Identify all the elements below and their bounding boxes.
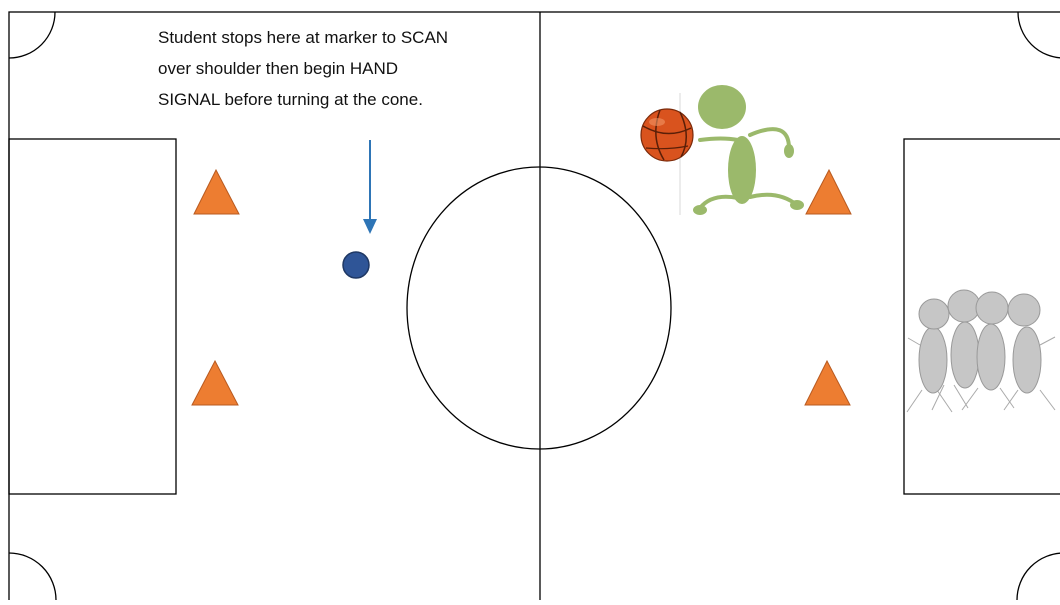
field-markings <box>8 11 1060 605</box>
cone-icon <box>193 168 240 215</box>
player-leg-front <box>748 192 799 207</box>
player-line-icon <box>906 289 1056 413</box>
waiting-player <box>961 291 1015 411</box>
basketball-player-icon <box>640 85 804 215</box>
left-penalty-box <box>8 138 177 495</box>
player-foot <box>790 200 804 210</box>
basketball-icon <box>640 108 694 162</box>
cones <box>191 168 852 406</box>
center-circle <box>406 166 672 450</box>
instruction-note: Student stops here at marker to SCAN ove… <box>158 22 548 115</box>
waiting-player <box>906 298 953 413</box>
corner-arc-top-right <box>1017 11 1060 59</box>
cone-icon <box>191 359 239 406</box>
corner-arc-bottom-left <box>8 552 57 601</box>
right-penalty-box <box>903 138 1060 495</box>
corner-arc-bottom-right <box>1016 552 1060 601</box>
instruction-line: over shoulder then begin HAND <box>158 59 399 78</box>
player-arm <box>748 127 792 152</box>
spot-marker-icon <box>342 251 370 279</box>
player-head <box>698 85 746 129</box>
waiting-player <box>931 289 981 411</box>
cone-icon <box>804 359 851 406</box>
player-body <box>728 136 756 204</box>
scan-arrow <box>363 140 377 234</box>
player-foot <box>693 205 707 215</box>
instruction-line: SIGNAL before turning at the cone. <box>158 90 423 109</box>
player-leg-back <box>698 194 740 210</box>
waiting-player <box>1003 293 1056 411</box>
instruction-line: Student stops here at marker to SCAN <box>158 28 449 47</box>
player-arm-back <box>698 136 740 142</box>
player-hand <box>784 144 794 158</box>
corner-arc-top-left <box>8 11 56 59</box>
cone-icon <box>805 168 852 215</box>
arrow-head-icon <box>363 219 377 234</box>
